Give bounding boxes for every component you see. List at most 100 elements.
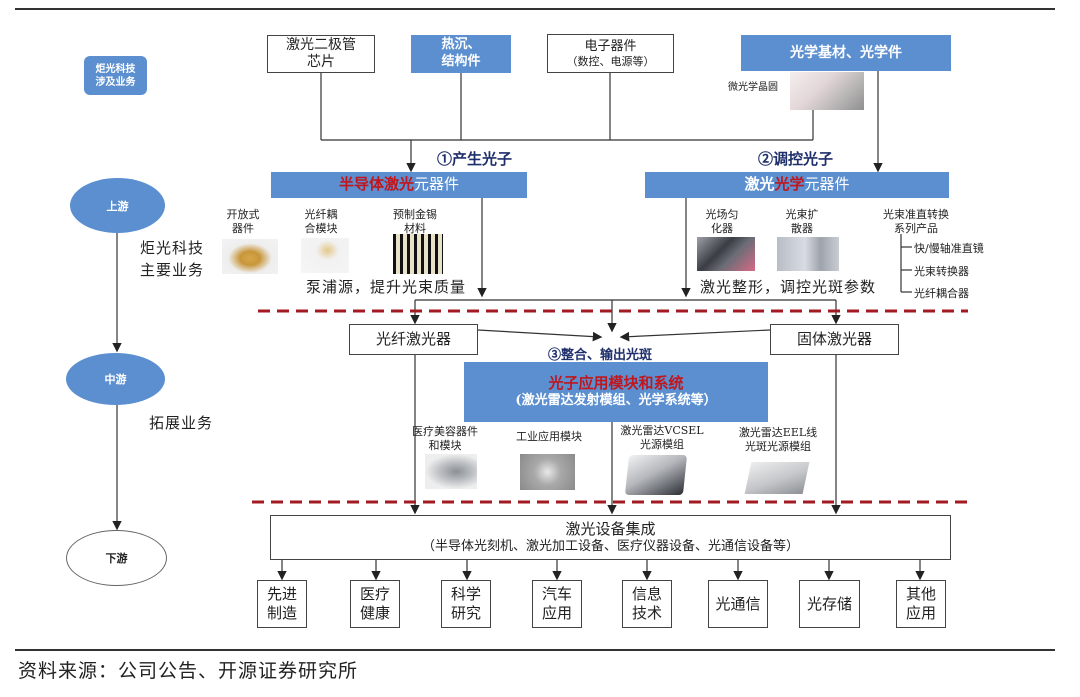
downstream-label: 下游 bbox=[105, 552, 128, 565]
app-line2: 健康 bbox=[359, 604, 390, 622]
step2-label: ②调控光子 bbox=[758, 150, 834, 168]
app-other: 其他应用 bbox=[896, 580, 946, 628]
optics-caption: 激光整形，调控光斑参数 bbox=[700, 278, 877, 296]
app-line1: 光存储 bbox=[806, 594, 852, 613]
eel-module-label: 激光雷达EEL线 光斑光源模组 bbox=[733, 426, 823, 454]
industrial-module-image bbox=[520, 454, 575, 490]
micro-optics-wafer-label: 微光学晶圆 bbox=[728, 82, 778, 93]
optics-component-box: 激光光学元器件 bbox=[645, 172, 949, 198]
prefab-ausn-image bbox=[393, 234, 443, 274]
optics-title-highlight: 光学 bbox=[774, 175, 805, 194]
semiconductor-caption: 泵浦源，提升光束质量 bbox=[306, 278, 467, 296]
semiconductor-component-box: 半导体激光元器件 bbox=[271, 172, 527, 198]
photonics-module-box: 光子应用模块和系统 (激光雷达发射模组、光学系统等） bbox=[464, 362, 768, 422]
legend-badge: 炬光科技 涉及业务 bbox=[84, 56, 147, 95]
integration-box: 激光设备集成 （半导体光刻机、激光加工设备、医疗仪器设备、光通信设备等） bbox=[270, 515, 951, 560]
app-line2: 制造 bbox=[266, 604, 297, 622]
heatsink-line1: 热沉、 bbox=[441, 37, 481, 53]
app-line1: 先进 bbox=[266, 585, 297, 604]
fiber-coupled-module-label: 光纤耦 合模块 bbox=[296, 208, 346, 236]
photonics-title: 光子应用模块和系统 bbox=[548, 373, 684, 392]
heatsink-box: 热沉、 结构件 bbox=[411, 35, 511, 73]
vcsel-module-image bbox=[624, 455, 688, 495]
integration-title: 激光设备集成 bbox=[565, 520, 656, 538]
fiber-coupled-line1: 光纤耦 bbox=[304, 208, 338, 221]
collimation-series-line1: 光束准直转换 bbox=[883, 208, 949, 221]
collimation-series-label: 光束准直转换 系列产品 bbox=[878, 208, 954, 236]
fiber-coupled-module-image bbox=[301, 238, 349, 273]
series-item-fiber-coupler: 光纤耦合器 bbox=[914, 287, 969, 300]
semiconductor-title-highlight: 半导体激光 bbox=[338, 175, 414, 194]
top-rule bbox=[15, 8, 1055, 10]
vcsel-module-line1: 激光雷达VCSEL bbox=[620, 424, 704, 437]
homogenizer-line2: 化器 bbox=[711, 221, 733, 235]
midstream-node: 中游 bbox=[66, 353, 165, 405]
app-line2: 应用 bbox=[905, 604, 936, 622]
open-device-line1: 开放式 bbox=[226, 208, 260, 221]
optical-materials-label: 光学基材、光学件 bbox=[790, 44, 902, 61]
diffuser-label: 光束扩 散器 bbox=[780, 208, 824, 236]
app-line2: 技术 bbox=[631, 604, 662, 622]
open-device-label: 开放式 器件 bbox=[218, 208, 268, 236]
prefab-ausn-line2: 材料 bbox=[404, 221, 426, 235]
diffuser-image bbox=[777, 237, 839, 271]
heatsink-line2: 结构件 bbox=[441, 54, 481, 69]
medical-module-image bbox=[425, 454, 477, 489]
homogenizer-image bbox=[697, 237, 755, 271]
optics-title-pre: 激光 bbox=[744, 175, 775, 194]
fiber-coupled-line2: 合模块 bbox=[304, 221, 338, 235]
integration-subtitle: （半导体光刻机、激光加工设备、医疗仪器设备、光通信设备等） bbox=[421, 538, 799, 554]
legend-badge-line1: 炬光科技 bbox=[95, 63, 136, 75]
legend-badge-line2: 涉及业务 bbox=[95, 76, 136, 88]
eel-module-line2: 光斑光源模组 bbox=[745, 439, 811, 453]
main-business-line2: 主要业务 bbox=[140, 260, 205, 279]
optical-materials-box: 光学基材、光学件 bbox=[741, 35, 951, 71]
collimation-series-line2: 系列产品 bbox=[894, 221, 938, 235]
app-line1: 光通信 bbox=[715, 594, 761, 613]
fiber-laser-box: 光纤激光器 bbox=[349, 324, 478, 355]
fiber-laser-label: 光纤激光器 bbox=[375, 330, 451, 349]
eel-module-image bbox=[744, 462, 810, 494]
app-medical-health: 医疗健康 bbox=[350, 580, 400, 628]
prefab-ausn-label: 预制金锡 材料 bbox=[387, 208, 443, 236]
electronics-line2: （数控、电源等） bbox=[566, 54, 655, 68]
series-item-fast-slow-axis: 快/慢轴准直镜 bbox=[914, 242, 984, 255]
industrial-module-label: 工业应用模块 bbox=[516, 430, 582, 443]
step1-label: ①产生光子 bbox=[437, 150, 513, 168]
medical-module-label: 医疗美容器件 和模块 bbox=[410, 425, 480, 453]
app-optical-communication: 光通信 bbox=[708, 580, 768, 628]
optics-title-rest: 元器件 bbox=[804, 175, 850, 194]
app-advanced-manufacturing: 先进制造 bbox=[257, 580, 307, 628]
app-line2: 研究 bbox=[450, 604, 481, 622]
expand-business-label: 拓展业务 bbox=[149, 414, 214, 432]
app-optical-storage: 光存储 bbox=[799, 580, 860, 628]
electronics-box: 电子器件 （数控、电源等） bbox=[547, 34, 674, 73]
homogenizer-line1: 光场匀 bbox=[705, 208, 739, 221]
step3-label: ③整合、输出光斑 bbox=[548, 348, 653, 363]
vcsel-module-label: 激光雷达VCSEL 光源模组 bbox=[617, 424, 707, 452]
app-line1: 汽车 bbox=[541, 585, 572, 604]
bottom-rule bbox=[15, 649, 1055, 651]
upstream-node: 上游 bbox=[70, 178, 165, 233]
laser-diode-line2: 芯片 bbox=[307, 54, 335, 70]
medical-module-line2: 和模块 bbox=[428, 438, 462, 452]
app-line1: 信息 bbox=[631, 585, 662, 604]
app-scientific-research: 科学研究 bbox=[441, 580, 491, 628]
laser-diode-chip-box: 激光二极管 芯片 bbox=[267, 35, 375, 73]
diffuser-line1: 光束扩 bbox=[785, 208, 819, 221]
downstream-node: 下游 bbox=[66, 530, 167, 586]
eel-module-line1: 激光雷达EEL线 bbox=[738, 426, 818, 439]
app-line1: 医疗 bbox=[359, 585, 390, 604]
prefab-ausn-line1: 预制金锡 bbox=[393, 208, 437, 221]
photonics-subtitle: (激光雷达发射模组、光学系统等） bbox=[515, 393, 717, 409]
app-line1: 其他 bbox=[905, 585, 936, 604]
main-business-line1: 炬光科技 bbox=[140, 239, 205, 257]
micro-optics-wafer-image bbox=[790, 72, 864, 110]
open-device-line2: 器件 bbox=[232, 221, 254, 235]
app-line2: 应用 bbox=[541, 604, 572, 622]
laser-diode-line1: 激光二极管 bbox=[286, 36, 356, 53]
vcsel-module-line2: 光源模组 bbox=[640, 437, 684, 451]
series-item-beam-converter: 光束转换器 bbox=[914, 265, 969, 278]
solid-state-laser-label: 固体激光器 bbox=[796, 330, 872, 349]
